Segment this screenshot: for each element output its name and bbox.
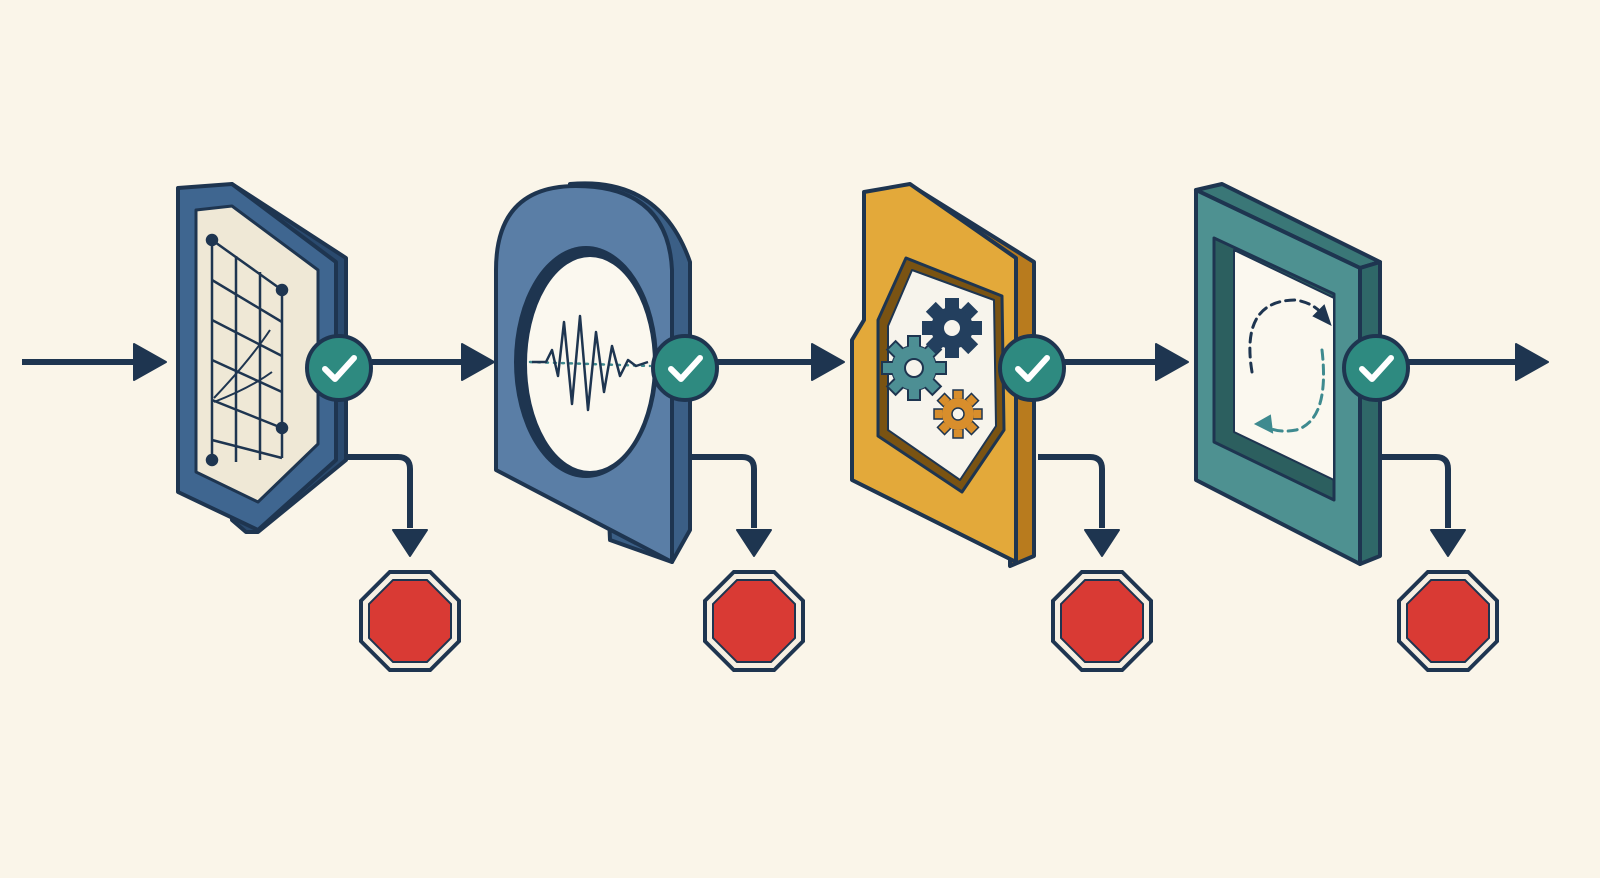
navy-gear — [922, 298, 982, 358]
flow-arrow-2 — [716, 343, 845, 381]
input-arrow — [22, 343, 167, 381]
stage-3-processing-filter — [850, 182, 1036, 568]
reject-branch-3 — [1038, 454, 1105, 528]
stage-2-signal-filter — [494, 181, 692, 564]
check-icon — [305, 334, 373, 402]
stop-icon — [1051, 570, 1153, 672]
reject-branches — [344, 454, 1451, 528]
main-flow-arrows — [22, 343, 1549, 381]
check-icon — [1342, 334, 1410, 402]
check-icon — [998, 334, 1066, 402]
gears-icon — [881, 298, 983, 439]
cycle-arrows-icon — [1248, 298, 1332, 434]
orange-gear — [933, 389, 983, 439]
stop-icon — [359, 570, 461, 672]
check-badges — [305, 334, 1410, 402]
reject-branch-4 — [1382, 454, 1451, 528]
flow-arrow-1 — [372, 343, 495, 381]
check-icon — [651, 334, 719, 402]
stage-4-loop-filter — [1194, 182, 1382, 566]
waveform-icon — [528, 314, 652, 412]
reject-arrowheads — [392, 529, 1466, 557]
output-arrow — [1408, 343, 1549, 381]
teal-gear — [881, 335, 947, 401]
flow-arrow-3 — [1064, 343, 1189, 381]
stop-signs — [359, 570, 1499, 672]
reject-branch-1 — [344, 454, 413, 528]
stop-icon — [1397, 570, 1499, 672]
stop-icon — [703, 570, 805, 672]
grid-icon — [205, 233, 289, 467]
stage-1-grid-filter — [176, 182, 348, 534]
reject-branch-2 — [692, 454, 757, 528]
